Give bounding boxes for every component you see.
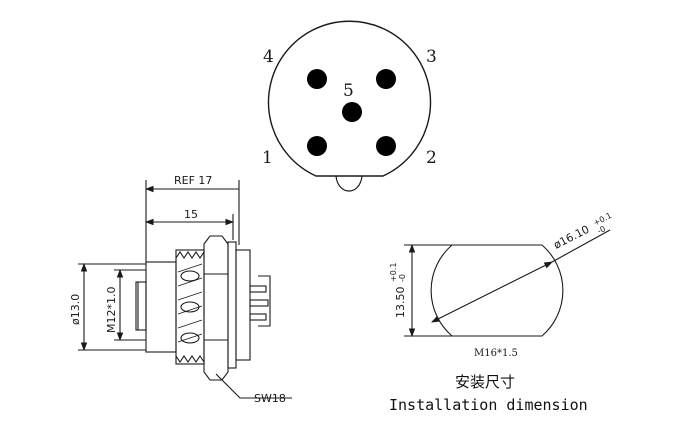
caption-chinese: 安装尺寸 — [455, 373, 515, 391]
thread-hatch — [177, 263, 203, 343]
diameter-label: ø16.10 — [551, 223, 591, 252]
caption-english: Installation dimension — [389, 396, 588, 414]
sw18-label: SW18 — [254, 392, 286, 405]
thread-profile-bottom — [175, 355, 205, 363]
pin-label-1: 1 — [262, 148, 273, 168]
pin-label-4: 4 — [263, 47, 274, 67]
pin-5-contact — [342, 102, 362, 122]
m12-label: M12*1.0 — [105, 287, 118, 333]
face-outline — [267, 20, 432, 177]
connector-face-view: 1 2 3 4 5 — [262, 20, 437, 192]
front-body — [145, 261, 177, 353]
cutout-outline — [430, 244, 564, 337]
thread-shading-1 — [180, 270, 200, 282]
front-recess — [135, 281, 147, 331]
flat-tol-upper: +0.1 — [389, 263, 398, 282]
length-15-label: 15 — [184, 208, 198, 221]
rear-solder-cups — [258, 275, 271, 327]
pin-label-2: 2 — [426, 148, 437, 168]
cutout-thread-label: M16*1.5 — [474, 348, 518, 359]
rear-contact-3 — [249, 313, 267, 321]
thread-shading-2 — [180, 301, 200, 313]
pin-label-3: 3 — [426, 47, 437, 67]
pin-3-contact — [376, 69, 396, 89]
dia-13-label: ø13.0 — [69, 294, 82, 325]
diameter-dimension-line — [431, 261, 553, 323]
rear-body — [235, 249, 251, 361]
pin-label-5: 5 — [343, 81, 354, 101]
connector-side-view — [78, 180, 292, 399]
hex-nut — [203, 235, 229, 381]
pin-1-contact — [307, 136, 327, 156]
diameter-leader — [551, 229, 611, 263]
panel-flange — [227, 241, 237, 369]
ref-17-label: REF 17 — [174, 174, 212, 187]
sw18-leader-line — [215, 373, 292, 399]
flat-tol-lower: -0 — [398, 274, 407, 282]
flat-label: 13.50 — [394, 287, 407, 319]
thread-shading-3 — [180, 332, 200, 344]
rear-contact-2 — [249, 299, 269, 307]
keyway-notch — [335, 175, 363, 192]
thread-profile-top — [175, 251, 205, 259]
diameter-tol-lower: -0 — [596, 224, 607, 236]
pin-2-contact — [376, 136, 396, 156]
pin-4-contact — [307, 69, 327, 89]
panel-cutout-view — [404, 229, 611, 338]
rear-contact-1 — [249, 285, 267, 293]
